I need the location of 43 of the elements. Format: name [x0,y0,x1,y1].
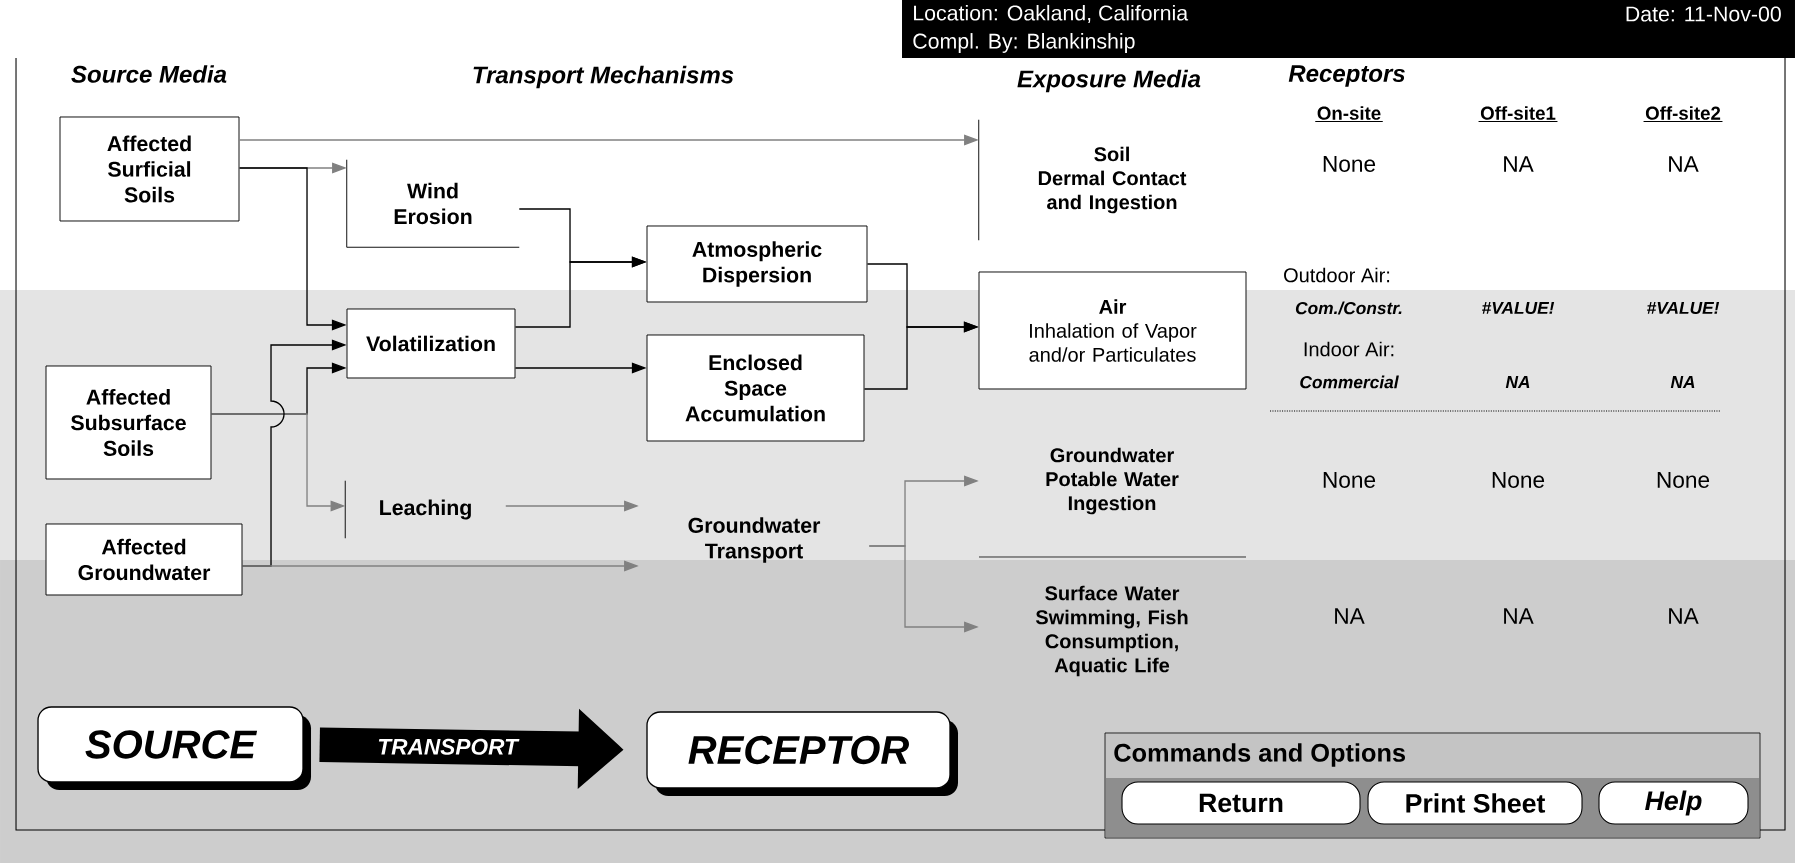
source-box: Affected Groundwater [45,523,243,596]
table-cell: #VALUE! [1482,301,1555,315]
column-heading: Off-site2 [1643,106,1723,122]
edge-label: TRANSPORT [378,738,520,755]
column-heading: Source Media [71,65,227,83]
exposure-box: Soil Dermal Contact and Ingestion [978,119,1187,241]
table-cell: NA [1504,608,1534,624]
table-cell: NA [1504,156,1534,172]
transport-box: Atmospheric Dispersion [646,225,868,303]
column-heading: On-site [1314,106,1384,122]
column-heading: Off-site1 [1478,106,1558,122]
command-button: Return [1121,781,1361,825]
transport-label: Groundwater Transport [688,517,821,563]
exposure-label: Surface Water Swimming, Fish Consumption, Aquatic Life [1035,585,1188,677]
table-cell: #VALUE! [1647,301,1720,315]
rounded-banner: SOURCE [37,706,311,790]
exposure-box: Air Inhalation of Vapor and/or Particulates [978,271,1247,390]
table-cell: None [1657,472,1710,488]
column-heading: Exposure Media [1017,69,1201,93]
command-button: Help [1598,781,1749,825]
command-button: Print Sheet [1367,781,1583,825]
table-cell: None [1323,156,1376,172]
transport-box: Enclosed Space Accumulation [646,334,865,442]
table-cell: NA [1505,376,1530,388]
header-bar: Location: Oakland, California Date: 11-Nov-00 Compl. By: Blankinship [902,0,1795,58]
source-box: Affected Subsurface Soils [45,365,212,480]
table-cell: None [1492,472,1545,488]
exposure-label: Groundwater Potable Water Ingestion [1046,447,1179,515]
rounded-banner: RECEPTOR [646,711,958,796]
table-cell: NA [1670,376,1695,388]
column-heading: Transport Mechanisms [473,65,734,89]
source-box: Affected Surficial Soils [59,116,240,222]
transport-box: Leaching [344,480,471,539]
row-label: Commercial [1300,375,1399,389]
row-label: Com./Constr. [1295,301,1402,315]
table-cell: NA [1335,608,1365,624]
table-cell: NA [1669,156,1699,172]
table-cell: NA [1669,608,1699,624]
row-label: Indoor Air: [1304,341,1394,357]
table-cell: None [1323,472,1376,488]
transport-box: Wind Erosion [346,159,520,248]
row-label: Outdoor Air: [1284,267,1390,283]
transport-box: Volatilization [346,308,516,379]
